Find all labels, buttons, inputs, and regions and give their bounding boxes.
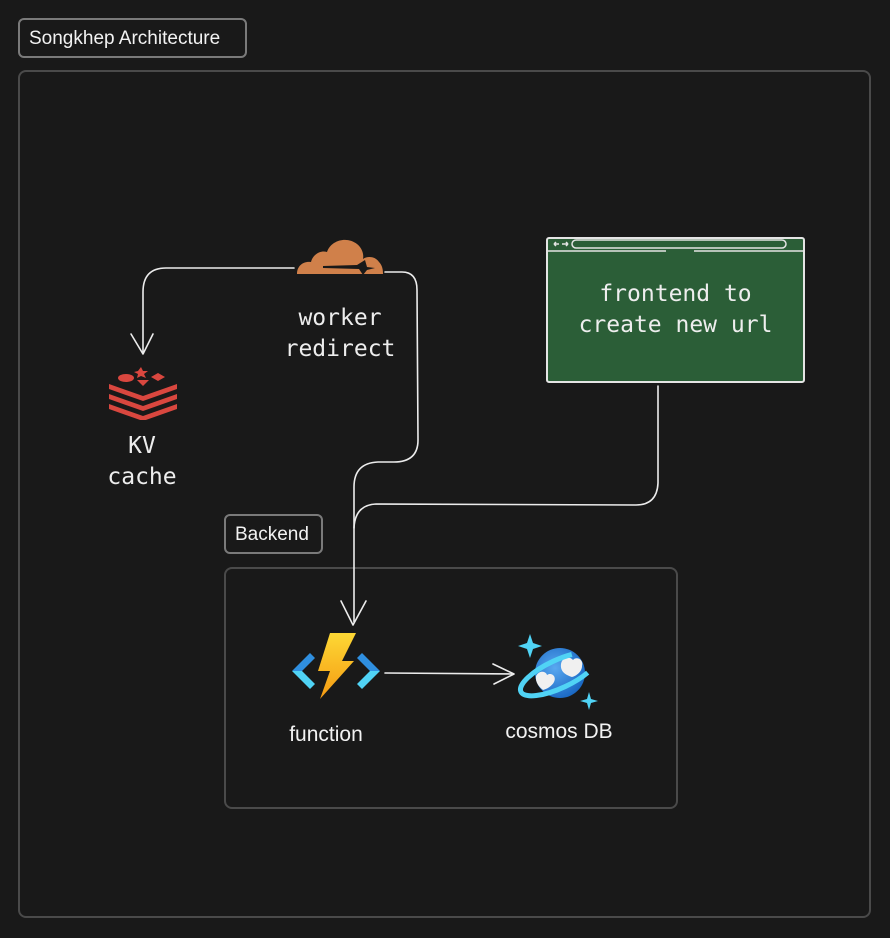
frontend-browser-window[interactable]: frontend to create new url bbox=[546, 237, 805, 383]
kv-cache-label: KV cache bbox=[107, 433, 177, 490]
architecture-title-label[interactable]: Songkhep Architecture bbox=[18, 18, 247, 58]
edge-function-to-cosmos-arrowhead bbox=[492, 663, 515, 685]
backend-group-frame[interactable] bbox=[224, 567, 678, 809]
edge-worker-to-kv-arrowhead bbox=[130, 333, 154, 355]
edge-worker-to-function[interactable] bbox=[353, 271, 419, 623]
azure-function-icon[interactable] bbox=[290, 631, 382, 699]
function-label: function bbox=[289, 723, 363, 746]
edge-into-function-arrowhead bbox=[340, 600, 367, 626]
cosmos-db-planet-icon[interactable] bbox=[516, 632, 600, 712]
edge-worker-to-kv[interactable] bbox=[142, 267, 295, 353]
architecture-title-text: Songkhep Architecture bbox=[29, 27, 221, 49]
frontend-label: frontend to create new url bbox=[578, 281, 773, 338]
backend-group-label[interactable]: Backend bbox=[224, 514, 323, 554]
edge-function-to-cosmos[interactable] bbox=[384, 672, 513, 675]
redis-stack-icon[interactable] bbox=[107, 366, 179, 420]
worker-redirect-label: worker redirect bbox=[284, 305, 396, 362]
architecture-frame[interactable] bbox=[18, 70, 871, 918]
backend-group-text: Backend bbox=[235, 523, 309, 545]
cloudflare-cloud-icon[interactable] bbox=[295, 234, 385, 276]
edge-frontend-to-function[interactable] bbox=[353, 385, 659, 529]
cosmos-db-label: cosmos DB bbox=[505, 720, 613, 743]
browser-toolbar-icon bbox=[547, 239, 804, 252]
